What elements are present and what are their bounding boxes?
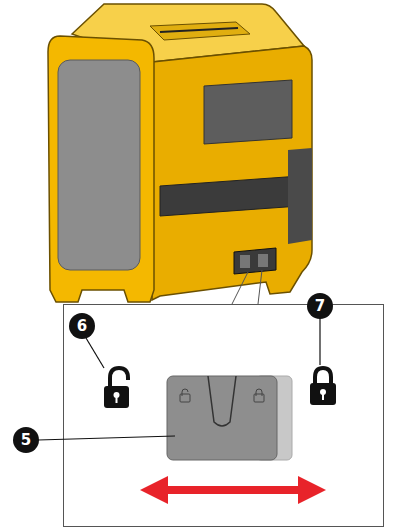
callout-disc: [13, 427, 39, 453]
unlock-icon: [104, 368, 129, 408]
top-slot: [160, 28, 238, 32]
lock-icon: [310, 368, 336, 405]
detail-frame: [64, 305, 384, 527]
side-band: [160, 176, 300, 216]
callout-disc: [307, 293, 333, 319]
side-grip: [288, 148, 312, 244]
side-window: [204, 80, 292, 144]
housing-front: [48, 36, 154, 302]
slide-arrow: [140, 476, 326, 504]
housing-switch: [234, 248, 276, 274]
lock-switch: [167, 376, 292, 460]
switch-knob: [258, 254, 268, 267]
callout-number: 5: [13, 427, 39, 453]
callout-number: 6: [69, 313, 95, 339]
callout-number: 7: [307, 293, 333, 319]
leader-line: [86, 338, 104, 368]
callout-disc: [69, 313, 95, 339]
leader-line: [232, 270, 262, 304]
switch-knob: [240, 255, 250, 268]
housing-side: [152, 46, 312, 300]
front-window: [58, 60, 140, 270]
leader-line: [319, 318, 320, 365]
top-handle: [150, 22, 250, 40]
leader-line: [38, 436, 175, 440]
